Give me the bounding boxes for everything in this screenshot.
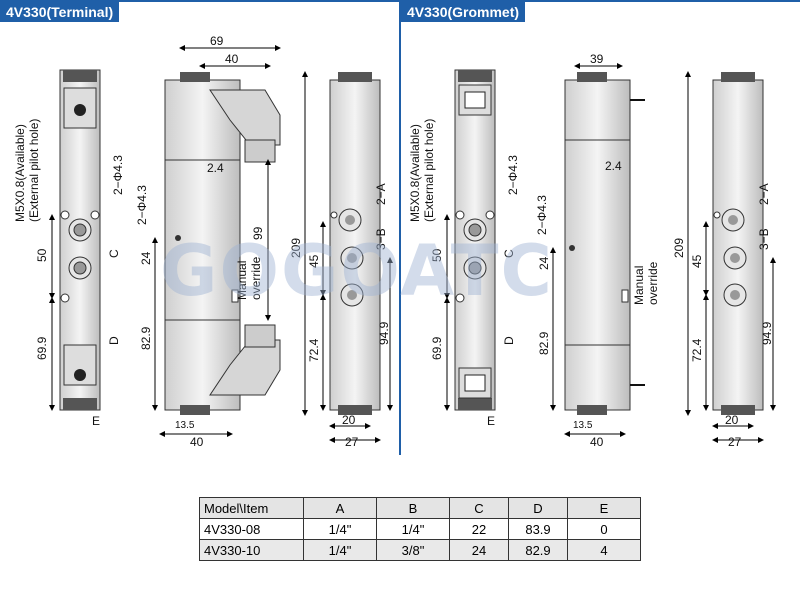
col-e: E [567,497,641,519]
dim-20-grommet: 20 [725,413,739,427]
dim-24: 24 [139,251,153,265]
dim-2-4-grommet: 2.4 [605,159,622,173]
col-c: C [449,497,509,519]
cell: 3/8" [376,539,450,561]
dim-d: D [107,336,121,345]
terminal-side-view [164,72,281,415]
grommet-dimensions [444,63,776,443]
cell: 4V330-10 [199,539,304,561]
col-d: D [508,497,568,519]
label-m5: M5X0.8(Available) [13,124,27,222]
dim-c-grommet: C [502,249,516,258]
dim-2-4: 2.4 [207,161,224,175]
terminal-end-view [329,72,381,415]
table-header: Model\Item A B C D E [199,497,641,519]
col-b: B [376,497,450,519]
grommet-dim-labels: 39 2.4 24 82.9 13.5 40 209 45 72.4 94.9 … [408,52,774,449]
dim-94-9-grommet: 94.9 [760,321,774,345]
dim-27: 27 [345,435,359,449]
terminal-title: 4V330(Terminal) [0,2,120,22]
dim-72-4: 72.4 [307,338,321,362]
terminal-front-view [59,69,101,411]
table-row: 4V330-08 1/4" 1/4" 22 83.9 0 [199,518,641,540]
label-pilot-hole-grommet-front: 2−Φ4.3 [506,155,520,195]
dim-e-grommet: E [487,414,495,428]
cell: 22 [449,518,509,540]
dim-e: E [92,414,100,428]
spec-table: Model\Item A B C D E 4V330-08 1/4" 1/4" … [199,497,641,561]
terminal-dimensions [49,45,393,443]
dim-40-grommet: 40 [590,435,604,449]
dim-50-grommet: 50 [430,248,444,262]
dim-24-grommet: 24 [537,256,551,270]
label-port-a: 2−A [374,183,388,205]
dim-45-grommet: 45 [690,254,704,268]
dim-69: 69 [210,34,224,48]
dim-d-grommet: D [502,336,516,345]
cell: 82.9 [508,539,568,561]
dim-69-9: 69.9 [35,336,49,360]
cell: 24 [449,539,509,561]
dim-27-grommet: 27 [728,435,742,449]
label-pilot-hole-front: 2−Φ4.3 [111,155,125,195]
dim-39: 39 [590,52,604,66]
label-manual-grommet: Manual [632,266,646,305]
label-override-grommet: override [646,261,660,305]
cell: 1/4" [376,518,450,540]
table-row: 4V330-10 1/4" 3/8" 24 82.9 4 [199,539,641,561]
label-pilot-hole-grommet-side: 2−Φ4.3 [535,195,549,235]
label-pilot-hole-side: 2−Φ4.3 [135,185,149,225]
dim-20: 20 [342,413,356,427]
label-port-b-grommet: 3−B [757,228,771,250]
dim-13-5: 13.5 [175,420,195,431]
cell: 1/4" [303,518,377,540]
label-ext-pilot-grommet: (External pilot hole) [422,119,436,222]
dim-82-9-grommet: 82.9 [537,331,551,355]
grommet-side-view [564,72,645,415]
cell: 4V330-08 [199,518,304,540]
dim-13-5-grommet: 13.5 [573,420,593,431]
dim-c: C [107,249,121,258]
dim-209-grommet: 209 [672,238,686,258]
dim-72-4-grommet: 72.4 [690,338,704,362]
technical-drawing: 69 40 2.4 99 24 82.9 13.5 40 209 45 72.4… [13,34,776,449]
dim-82-9: 82.9 [139,326,153,350]
dim-40-bottom: 40 [190,435,204,449]
grommet-title: 4V330(Grommet) [401,2,526,22]
cell: 0 [567,518,641,540]
label-override: override [249,256,263,300]
col-a: A [303,497,377,519]
col-model: Model\Item [199,497,304,519]
cell: 83.9 [508,518,568,540]
terminal-dim-labels: 69 40 2.4 99 24 82.9 13.5 40 209 45 72.4… [13,34,391,449]
label-m5-grommet: M5X0.8(Available) [408,124,422,222]
dim-94-9: 94.9 [377,321,391,345]
center-divider [399,0,401,455]
grommet-front-view [454,69,496,411]
label-port-b: 3−B [374,228,388,250]
label-port-a-grommet: 2−A [757,183,771,205]
dim-209: 209 [289,238,303,258]
dim-99: 99 [251,226,265,240]
label-ext-pilot: (External pilot hole) [27,119,41,222]
dim-40-top: 40 [225,52,239,66]
dim-50: 50 [35,248,49,262]
watermark: GOGOATC [160,230,554,312]
dim-69-9-grommet: 69.9 [430,336,444,360]
label-manual: Manual [235,261,249,300]
grommet-end-view [712,72,764,415]
dim-45: 45 [307,254,321,268]
cell: 1/4" [303,539,377,561]
cell: 4 [567,539,641,561]
